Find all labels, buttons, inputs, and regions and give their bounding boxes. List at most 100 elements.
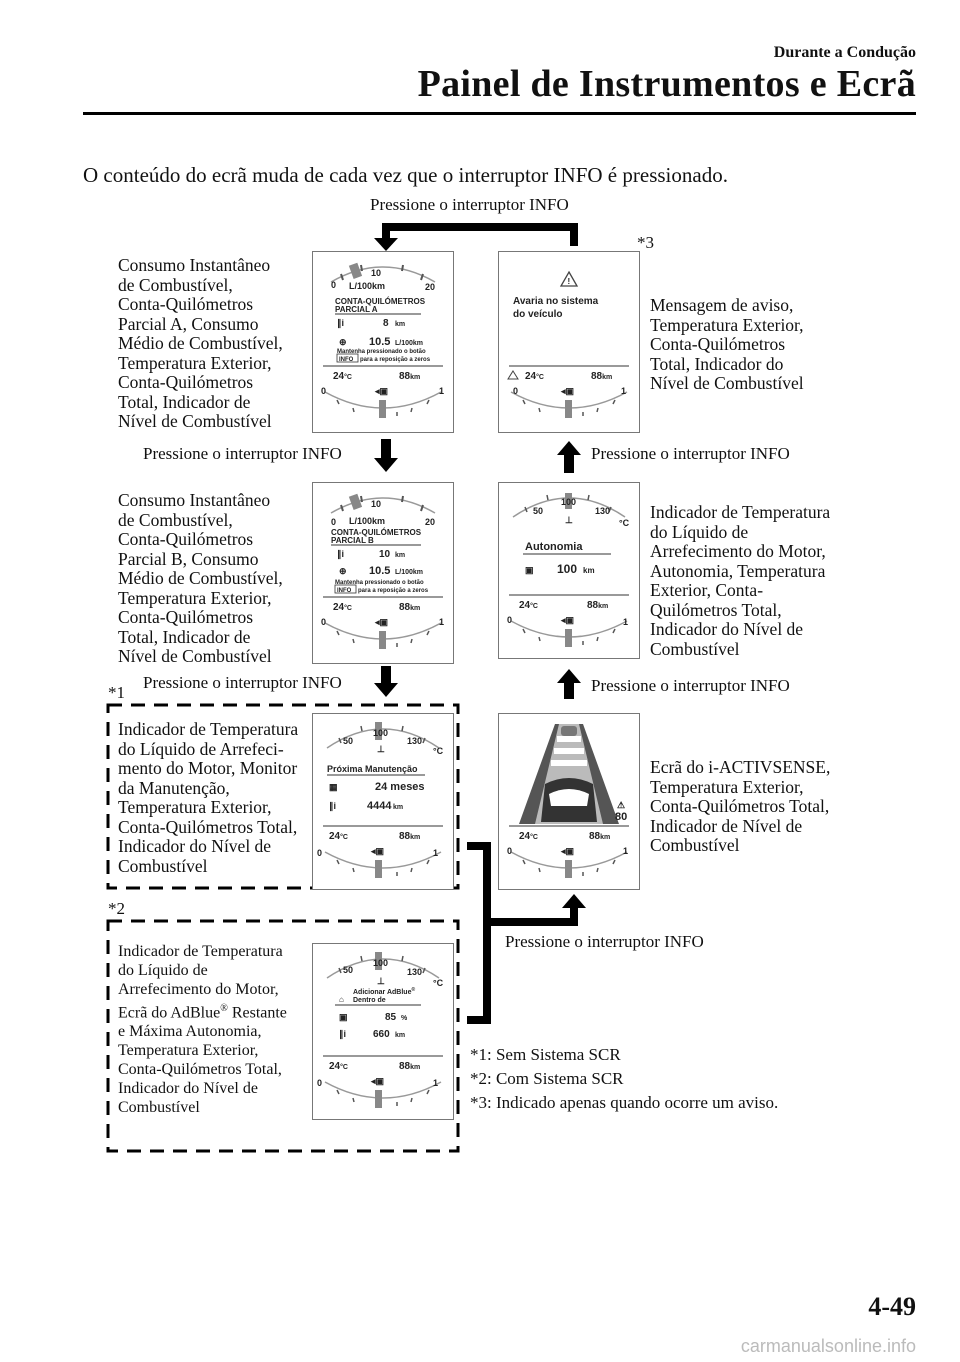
fuel-pump-icon: ◂▣: [374, 617, 388, 627]
temp-scale: 100: [561, 497, 576, 507]
reset-hint: para a reposição a zeros: [360, 357, 431, 363]
gauge-needle: [348, 493, 363, 510]
odometer: 88: [399, 831, 411, 842]
temp-unit: °C: [340, 833, 348, 841]
svg-text:24°C: 24°C: [329, 1061, 348, 1072]
temp-scale: 100: [373, 958, 388, 968]
desc-line: Temperatura Exterior,: [118, 797, 272, 817]
outside-temp: 24: [329, 1061, 341, 1072]
desc-line: Arrefecimento do Motor,: [650, 541, 826, 561]
desc-line: Consumo Instantâneo: [118, 255, 271, 275]
odometer: 88: [399, 602, 411, 613]
desc-line: Temperatura Exterior,: [118, 1042, 259, 1060]
outside-temp: 24: [519, 831, 531, 842]
footnote-2: *2: Com Sistema SCR: [470, 1069, 624, 1088]
desc-line: Conta-Quilómetros: [118, 294, 254, 314]
sensor-icon: ⚠: [617, 800, 625, 810]
adblue-icon: ⌂: [339, 995, 344, 1004]
press-label-top: Pressione o interruptor INFO: [370, 195, 569, 214]
outside-temp: 24: [333, 371, 345, 382]
screen-range: 50 100 130 °C ⊥ Autonomia ▣ 100 km 24°C …: [498, 482, 640, 659]
desc-line: mento do Motor, Monitor: [118, 758, 298, 778]
desc-line: do Líquido de: [118, 962, 208, 979]
adblue-subtitle: Dentro de: [353, 997, 386, 1004]
svg-text:88km: 88km: [399, 1061, 420, 1072]
desc-line: Combustível: [118, 855, 208, 876]
desc-line: Temperatura Exterior,: [650, 776, 804, 797]
temp-scale: 130: [407, 736, 422, 746]
press-label-3: Pressione o interruptor INFO: [143, 673, 342, 692]
svg-text:24°C: 24°C: [329, 831, 348, 842]
coolant-needle: [565, 493, 572, 509]
footnote-3: *3: Indicado apenas quando ocorre um avi…: [470, 1093, 779, 1112]
desc-line: Conta-Quilómetros: [118, 372, 254, 392]
fuel-max: 1: [439, 386, 444, 396]
arrow-shaft: [564, 454, 574, 473]
desc-line: da Manutenção,: [118, 777, 230, 798]
desc-line: de Combustível,: [118, 509, 233, 530]
fuel-max: 1: [621, 386, 626, 396]
odometer-unit: km: [410, 374, 420, 381]
desc-line: Nível de Combustível: [650, 373, 804, 393]
odometer-unit: km: [598, 603, 608, 610]
avg-unit: L/100km: [395, 340, 423, 347]
adblue-percent-unit: %: [401, 1015, 408, 1022]
svg-text:88km: 88km: [589, 831, 610, 842]
svg-text:88km: 88km: [587, 600, 608, 611]
adblue-tank-icon: ▣: [339, 1012, 348, 1022]
odometer: 88: [399, 371, 411, 382]
arrow-down-icon: [374, 238, 398, 251]
lead-car-icon: [561, 726, 577, 736]
temp-unit: °C: [344, 373, 352, 381]
screen-adblue: 50 100 130 °C ⊥ Adicionar AdBlue® Dentro…: [312, 943, 454, 1120]
desc-line: Médio de Combustível,: [118, 333, 283, 353]
scale-label: 20: [425, 282, 435, 292]
fuel-pump-icon: ◂▣: [560, 386, 574, 396]
maintenance-title: Próxima Manutenção: [327, 764, 418, 774]
arrow-shaft: [381, 666, 391, 685]
odometer: 88: [591, 371, 603, 382]
svg-text:88km: 88km: [399, 831, 420, 842]
desc-line: Total, Indicador de: [118, 391, 251, 412]
fuel-pump-icon: ▣: [525, 565, 534, 575]
coolant-needle: [375, 952, 382, 970]
range-value: 100: [557, 562, 577, 576]
temp-scale: 100: [373, 728, 388, 738]
unit-label: L/100km: [349, 281, 385, 291]
desc-range: Indicador de Temperatura do Líquido de A…: [650, 502, 830, 659]
desc-line: Indicador do Nível de: [118, 836, 272, 856]
coolant-icon: ⊥: [377, 976, 385, 986]
coolant-icon: ⊥: [377, 744, 385, 754]
loop-line: [382, 223, 578, 246]
desc-line: de Combustível,: [118, 274, 233, 295]
temp-scale-unit: °C: [433, 746, 444, 756]
odometer: 88: [587, 600, 599, 611]
trip-unit: km: [395, 552, 405, 559]
section-label: Durante a Condução: [773, 44, 916, 61]
trip-subtitle: PARCIAL B: [331, 536, 374, 545]
desc-line: Mensagem de aviso,: [650, 295, 794, 315]
scale-label: 0: [331, 517, 336, 527]
trip-unit: km: [395, 321, 405, 328]
svg-text:88km: 88km: [399, 602, 420, 613]
gauge-needle: [348, 262, 363, 279]
desc-adblue: Indicador de Temperatura do Líquido de A…: [118, 942, 287, 1117]
trip-subtitle: PARCIAL A: [335, 305, 378, 314]
press-label-4: Pressione o interruptor INFO: [591, 676, 790, 695]
desc-fuel-b: Consumo Instantâneo de Combustível, Cont…: [118, 490, 283, 667]
arrow-up-icon: [562, 894, 586, 908]
coolant-needle: [375, 722, 382, 740]
fuel-min: 0: [507, 615, 512, 625]
fuel-needle: [565, 400, 572, 418]
fuel-pump-icon: ◂▣: [560, 615, 574, 625]
fuel-gauge-arc: [324, 851, 442, 869]
fuel-max: 1: [439, 617, 444, 627]
odometer-unit: km: [410, 605, 420, 612]
desc-line: do Líquido de: [650, 521, 749, 542]
desc-line: Temperatura Exterior,: [118, 587, 272, 608]
fuel-pump-icon: ◂▣: [560, 846, 574, 856]
temp-unit: °C: [344, 604, 352, 612]
temp-scale: 50: [343, 736, 353, 746]
desc-line: Arrefecimento do Motor,: [118, 981, 279, 998]
scale-label: 10: [371, 268, 381, 278]
